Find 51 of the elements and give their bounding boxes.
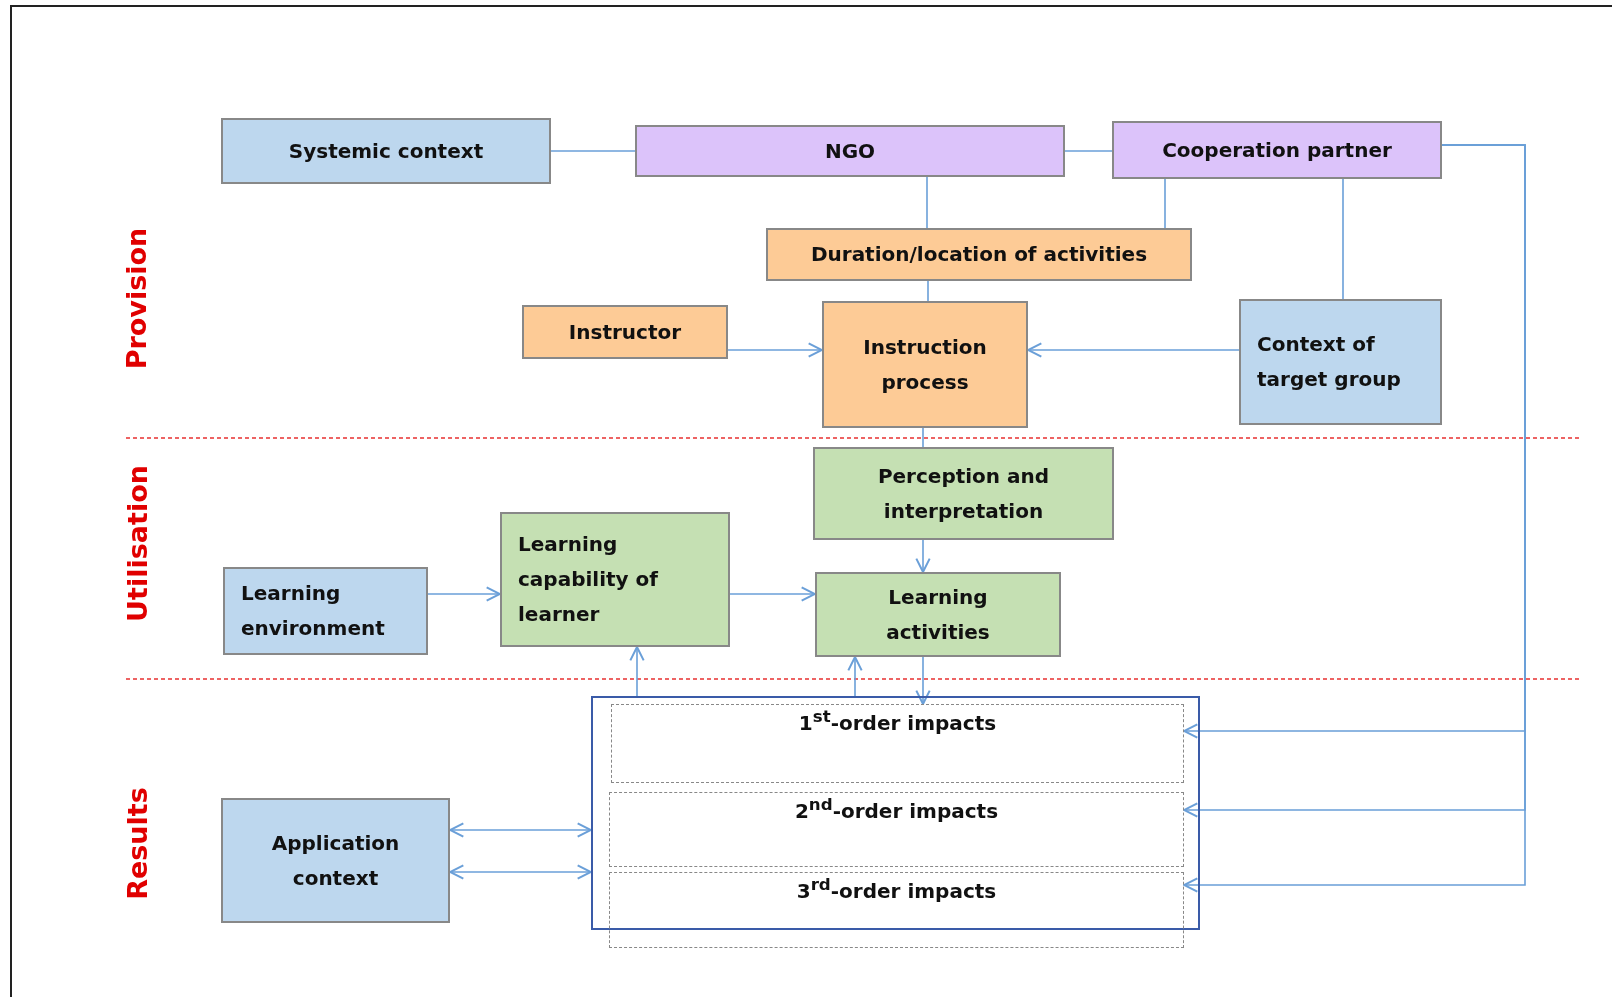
node-label: Duration/location of activities (809, 241, 1149, 268)
arrow (629, 646, 645, 697)
arrow (727, 342, 823, 358)
node-label: Instructor (567, 318, 683, 346)
impact-row (609, 792, 1184, 867)
node-label: 1$^{st}$-order impacts (797, 706, 998, 737)
impacts-box (591, 696, 1200, 930)
node-label: Cooperation partner (1161, 136, 1393, 164)
process-box (822, 301, 1028, 428)
partner-box (1112, 121, 1442, 179)
process-box (815, 572, 1061, 657)
context-box (1239, 299, 1442, 425)
node-label: Systemic context (287, 137, 485, 165)
arrow (729, 586, 816, 602)
connector-line (1064, 150, 1113, 152)
process-box (500, 512, 730, 647)
section-label: Utilisation (121, 464, 153, 622)
node-label: Learning activities (885, 583, 991, 646)
connector-line (926, 176, 928, 229)
node-label: Context of target group (1257, 331, 1402, 393)
organization-box (635, 125, 1065, 177)
connector-line (927, 280, 929, 302)
connector-line (922, 427, 924, 448)
node-label: Learning environment (241, 580, 386, 642)
node-label: Instruction process (862, 333, 988, 396)
node-label: Perception and interpretation (876, 462, 1051, 525)
arrow (449, 864, 592, 880)
arrow (449, 822, 592, 838)
node-label: NGO (823, 137, 877, 165)
arrow (427, 586, 501, 602)
process-box (766, 228, 1192, 281)
connector-line (550, 150, 636, 152)
node-label: Learning capability of learner (518, 531, 660, 628)
process-box (522, 305, 728, 359)
context-box (223, 567, 428, 655)
impact-row (609, 872, 1184, 948)
context-box (221, 118, 551, 184)
node-label: 3$^{rd}$-order impacts (795, 874, 998, 905)
connector-line (1342, 178, 1344, 300)
arrow (915, 539, 931, 573)
process-box (813, 447, 1114, 540)
section-label: Provision (121, 227, 153, 369)
connector-line (1164, 178, 1166, 229)
section-label: Results (121, 786, 153, 900)
node-label: 2$^{nd}$-order impacts (793, 794, 1000, 825)
arrow (847, 656, 863, 697)
impact-row (611, 704, 1184, 783)
node-label: Application context (270, 829, 401, 892)
arrow (915, 656, 931, 705)
arrow (1027, 342, 1240, 358)
context-box (221, 798, 450, 923)
